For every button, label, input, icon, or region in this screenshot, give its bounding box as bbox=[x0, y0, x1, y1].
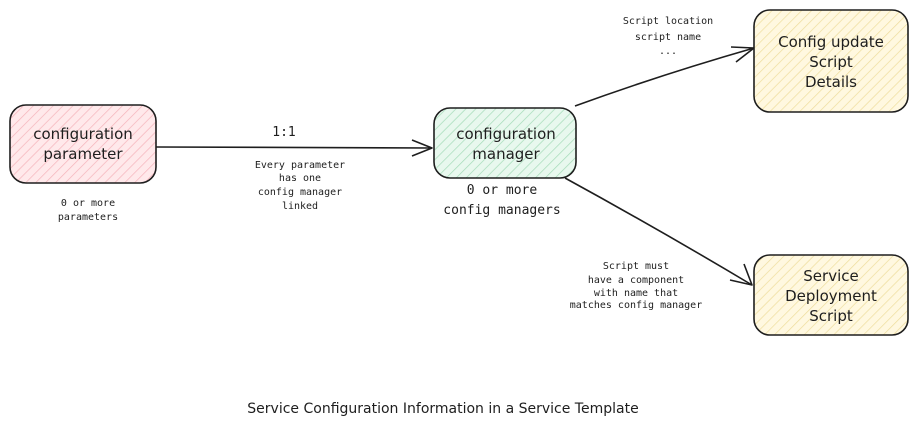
note-line: matches config manager bbox=[570, 300, 702, 311]
count-line: 0 or more bbox=[61, 198, 115, 209]
manager-count-label: 0 or more config managers bbox=[443, 183, 560, 218]
node-label: Deployment bbox=[785, 287, 877, 305]
node-label: Script bbox=[809, 53, 853, 71]
note-line: Script location bbox=[623, 16, 713, 27]
node-config-update-script-details[interactable]: Config update Script Details bbox=[753, 9, 909, 113]
node-configuration-parameter[interactable]: configuration parameter bbox=[9, 104, 157, 184]
note-line: Every parameter bbox=[255, 160, 345, 171]
node-label: configuration bbox=[33, 125, 133, 143]
deployment-note: Script must have a component with name t… bbox=[570, 261, 702, 311]
note-line: with name that bbox=[594, 288, 678, 299]
node-label: configuration bbox=[456, 125, 556, 143]
note-line: config manager bbox=[258, 187, 342, 198]
node-label: Config update bbox=[778, 33, 884, 51]
parameter-count-label: 0 or more parameters bbox=[58, 198, 118, 223]
node-configuration-manager[interactable]: configuration manager bbox=[433, 107, 577, 179]
node-label: parameter bbox=[43, 145, 123, 163]
note-line: ... bbox=[659, 46, 677, 57]
note-line: have a component bbox=[588, 275, 684, 286]
node-label: Details bbox=[805, 73, 857, 91]
node-label: Service bbox=[803, 267, 858, 285]
node-label: Script bbox=[809, 307, 853, 325]
count-line: config managers bbox=[443, 203, 560, 218]
cardinality-label: 1:1 bbox=[272, 125, 295, 140]
note-line: linked bbox=[282, 201, 318, 212]
note-line: has one bbox=[279, 173, 321, 184]
diagram-caption: Service Configuration Information in a S… bbox=[247, 401, 638, 417]
note-line: script name bbox=[635, 32, 701, 43]
script-details-note: Script location script name ... bbox=[623, 16, 713, 57]
node-service-deployment-script[interactable]: Service Deployment Script bbox=[753, 254, 909, 336]
count-line: parameters bbox=[58, 212, 118, 223]
parameter-manager-note: Every parameter has one config manager l… bbox=[255, 160, 345, 212]
note-line: Script must bbox=[603, 261, 669, 272]
node-label: manager bbox=[472, 145, 540, 163]
edge-parameter-to-manager bbox=[155, 139, 433, 157]
count-line: 0 or more bbox=[467, 183, 538, 198]
edge-manager-to-deployment bbox=[564, 177, 753, 286]
